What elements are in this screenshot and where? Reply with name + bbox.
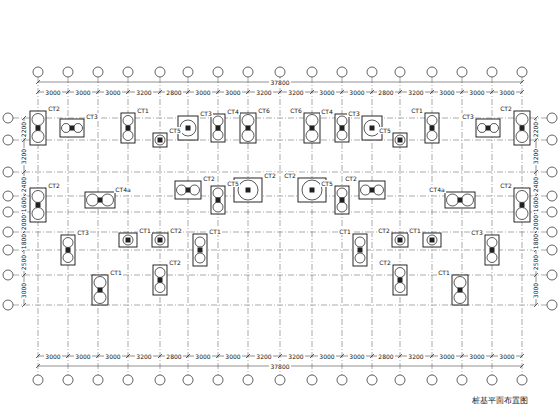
dimension-text: 3000 xyxy=(104,353,121,360)
cap-mark: CT2 xyxy=(499,105,513,112)
dimension-text: 3000 xyxy=(194,89,211,96)
dimension-text: 2200 xyxy=(533,120,540,137)
dimension-text: 3000 xyxy=(348,353,365,360)
dimension-text: 37800 xyxy=(269,363,290,370)
cap-mark: CT5 xyxy=(168,127,182,134)
dimension-text: 3000 xyxy=(104,89,121,96)
cap-mark: CT1 xyxy=(338,228,352,235)
cap-mark: CT2 xyxy=(377,227,391,234)
dimension-text: 2500 xyxy=(21,254,28,271)
dimension-text: 2500 xyxy=(533,254,540,271)
cap-mark: CT5 xyxy=(378,127,392,134)
cap-mark: CT4a xyxy=(428,186,445,193)
dimension-text: 3000 xyxy=(194,353,211,360)
dimension-text: 3200 xyxy=(287,353,304,360)
dimension-text: 3200 xyxy=(255,353,272,360)
dimension-text: 3000 xyxy=(498,353,515,360)
cap-mark: CT1 xyxy=(437,269,451,276)
dimension-text: 3000 xyxy=(438,89,455,96)
dimension-text: 3200 xyxy=(407,353,424,360)
cap-mark: CT4 xyxy=(320,108,334,115)
dimension-text: 3000 xyxy=(318,353,335,360)
dimension-text: 3000 xyxy=(468,89,485,96)
dimension-text: 3000 xyxy=(74,89,91,96)
dimension-text: 2000 xyxy=(533,213,540,230)
dimension-text: 3200 xyxy=(135,353,152,360)
cap-mark: CT2 xyxy=(499,182,513,189)
cap-mark: CT1 xyxy=(136,107,150,114)
dimension-text: 37800 xyxy=(269,79,290,86)
dimension-text: 3200 xyxy=(407,89,424,96)
dimension-text: 3000 xyxy=(224,89,241,96)
cap-mark: CT4a xyxy=(114,186,131,193)
cap-mark: CT2 xyxy=(283,172,297,179)
dimension-text: 3200 xyxy=(287,89,304,96)
dimension-text: 3000 xyxy=(438,353,455,360)
cap-mark: CT2 xyxy=(168,259,182,266)
cap-mark: CT2 xyxy=(47,105,61,112)
dimension-text: 2800 xyxy=(165,353,182,360)
cap-mark: CT3 xyxy=(461,113,475,120)
dimension-text: 1800 xyxy=(21,232,28,249)
cap-mark: CT1 xyxy=(109,269,123,276)
dimension-text: 3200 xyxy=(135,89,152,96)
dimension-text: 2200 xyxy=(21,120,28,137)
dimension-text: 3000 xyxy=(498,89,515,96)
cap-mark: CT3 xyxy=(76,229,90,236)
dimension-text: 3000 xyxy=(74,353,91,360)
dimension-text: 3000 xyxy=(224,353,241,360)
cap-mark: CT3 xyxy=(347,110,361,117)
dimension-text: 3200 xyxy=(255,89,272,96)
cap-mark: CT1 xyxy=(410,107,424,114)
cap-mark: CT2 xyxy=(202,175,216,182)
cap-mark: CT6 xyxy=(257,107,271,114)
dimension-text: 2800 xyxy=(165,89,182,96)
cap-mark: CT3 xyxy=(470,229,484,236)
dimension-text: 2800 xyxy=(377,89,394,96)
dimension-text: 2400 xyxy=(21,175,28,192)
dimension-text: 3200 xyxy=(21,147,28,164)
pile-caps xyxy=(30,111,530,305)
dimension-text: 2800 xyxy=(377,353,394,360)
cap-mark: CT6 xyxy=(289,107,303,114)
dimension-text: 1600 xyxy=(533,195,540,212)
dimension-text: 3000 xyxy=(533,281,540,298)
dimension-text: 3000 xyxy=(348,89,365,96)
dimension-text: 1800 xyxy=(533,232,540,249)
cap-mark: CT5 xyxy=(226,180,240,187)
cap-mark: CT3 xyxy=(199,110,213,117)
cap-mark: CT1 xyxy=(138,227,152,234)
dimension-text: 2000 xyxy=(21,213,28,230)
drawing-title: 桩基平面布置图 xyxy=(471,396,529,405)
dimension-text: 2400 xyxy=(533,175,540,192)
axis-grid xyxy=(3,67,557,385)
cap-mark: CT5 xyxy=(320,180,334,187)
cap-mark: CT2 xyxy=(263,172,277,179)
cap-mark: CT4 xyxy=(226,108,240,115)
cap-mark: CT2 xyxy=(344,175,358,182)
dimension-text: 1600 xyxy=(21,195,28,212)
cap-mark: CT3 xyxy=(85,113,99,120)
cap-mark: CT2 xyxy=(169,227,183,234)
cap-mark: CT1 xyxy=(408,227,422,234)
dimension-text: 3000 xyxy=(468,353,485,360)
cap-mark: CT1 xyxy=(208,228,222,235)
dimension-text: 3000 xyxy=(44,89,61,96)
dimension-text: 3000 xyxy=(318,89,335,96)
dimension-text: 3000 xyxy=(21,281,28,298)
dimension-text: 3200 xyxy=(533,147,540,164)
cap-mark: CT2 xyxy=(47,182,61,189)
dimension-text: 3000 xyxy=(44,353,61,360)
cap-mark: CT2 xyxy=(378,259,392,266)
dimension-lines xyxy=(22,80,538,368)
